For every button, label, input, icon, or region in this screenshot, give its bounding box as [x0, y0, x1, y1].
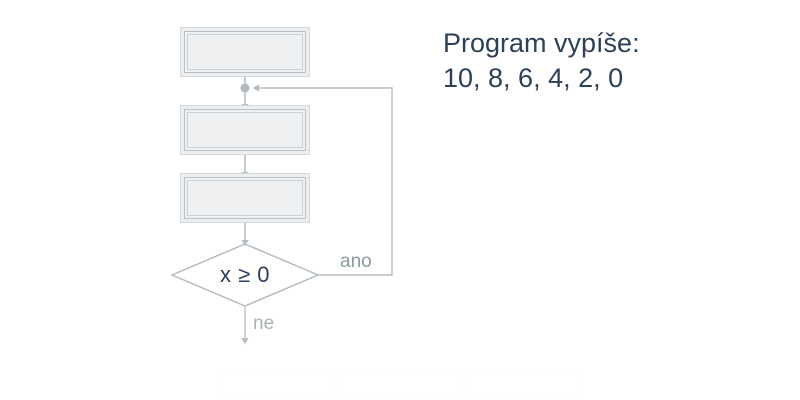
- loop-junction-dot: [240, 83, 250, 93]
- process-box-2-body: [187, 112, 303, 148]
- process-box-3[interactable]: [184, 177, 306, 219]
- connector-loopback-yes: [252, 84, 393, 276]
- process-box-1[interactable]: [184, 31, 306, 73]
- branch-label-no: ne: [253, 313, 275, 334]
- output-annotation: Program vypíše: 10, 8, 6, 4, 2, 0: [443, 26, 763, 96]
- footer-ghost-item: [343, 372, 457, 394]
- output-annotation-values: 10, 8, 6, 4, 2, 0: [443, 63, 624, 93]
- footer-ghost-item: [466, 372, 580, 394]
- process-box-3-body: [187, 180, 303, 216]
- branch-label-yes: ano: [340, 251, 372, 272]
- footer-ghost-item: [220, 372, 334, 394]
- output-annotation-heading: Program vypíše:: [443, 28, 640, 58]
- decision-condition-label: x ≥ 0: [219, 262, 271, 287]
- process-box-1-body: [187, 34, 303, 70]
- footer-ghost-row: [220, 372, 580, 394]
- process-box-2[interactable]: [184, 109, 306, 151]
